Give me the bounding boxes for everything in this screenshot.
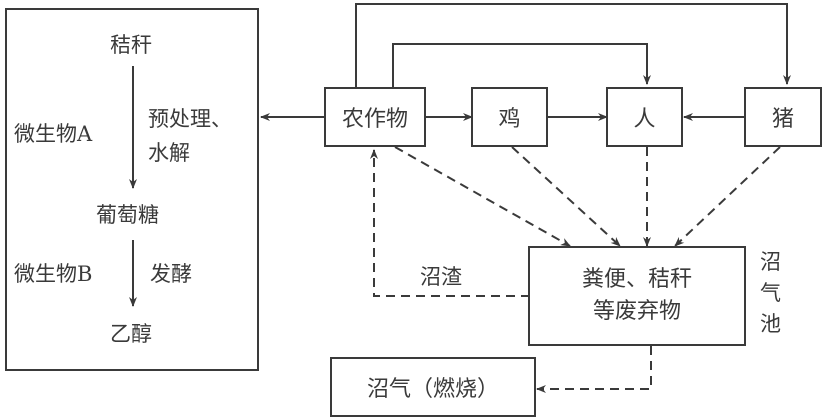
left-panel-frame <box>5 8 259 371</box>
node-waste: 粪便、秸秆 等废弃物 <box>528 246 746 346</box>
digester-label-1: 沼 <box>760 250 781 274</box>
dashed-pig-to-waste <box>674 146 781 247</box>
hydrolysis-label: 水解 <box>148 141 190 165</box>
microbe-a-label: 微生物A <box>14 122 93 146</box>
node-crops: 农作物 <box>324 87 426 147</box>
node-pig: 猪 <box>744 87 822 147</box>
waste-line-1: 粪便、秸秆 <box>581 267 692 292</box>
node-chicken: 鸡 <box>471 87 548 147</box>
dashed-chicken-to-waste <box>511 146 621 247</box>
fermentation-label: 发酵 <box>150 262 192 286</box>
straw-label: 秸秆 <box>110 33 152 57</box>
residue-label: 沼渣 <box>420 265 462 289</box>
waste-line-2: 等废弃物 <box>592 299 681 324</box>
node-biogas: 沼气（燃烧） <box>330 357 536 417</box>
digester-label-3: 池 <box>760 312 781 336</box>
arrow-crops-to-pig <box>355 3 791 87</box>
glucose-label: 葡萄糖 <box>96 203 159 227</box>
pretreat-label: 预处理、 <box>148 107 232 131</box>
node-human: 人 <box>606 87 683 147</box>
dashed-residue-to-crops <box>370 149 530 297</box>
ethanol-label: 乙醇 <box>110 322 152 346</box>
microbe-b-label: 微生物B <box>14 262 93 286</box>
dashed-crops-to-waste <box>394 146 571 247</box>
dashed-waste-to-biogas <box>536 346 652 393</box>
digester-label-2: 气 <box>760 281 781 305</box>
arrow-crops-to-human <box>392 43 651 87</box>
